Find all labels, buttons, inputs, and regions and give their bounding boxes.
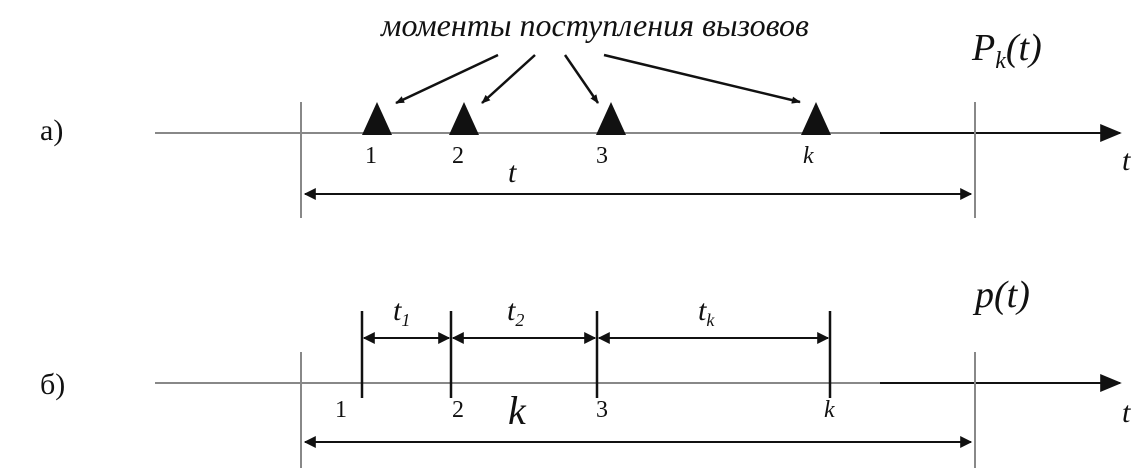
event-label-b-k: k [824, 397, 835, 423]
pointer-arrow-3 [563, 54, 600, 104]
call-event-3 [596, 102, 626, 135]
event-label-1: 1 [365, 143, 377, 169]
caption: моменты поступления вызовов [380, 7, 809, 43]
panel-a-function-arg: (t) [1006, 27, 1042, 69]
event-label-2: 2 [452, 143, 464, 169]
call-event-k [801, 102, 831, 135]
event-label-b-3: 3 [596, 397, 608, 423]
call-event-2 [449, 102, 479, 135]
interval-label-tk: tk [698, 294, 715, 330]
panel-a-interval-label: t [508, 156, 517, 189]
pointer-arrow-2 [481, 54, 536, 104]
event-label-k: k [803, 143, 814, 169]
event-label-3: 3 [596, 143, 608, 169]
panel-a-function: Pk(t) [971, 27, 1042, 74]
event-label-b-2: 2 [452, 397, 464, 423]
panel-b-function: p(t) [972, 274, 1030, 316]
panel-b-count-label: k [508, 388, 527, 433]
event-label-b-1: 1 [335, 397, 347, 423]
interval-label-t1: t1 [393, 294, 410, 330]
interval-label-t1-sub: 1 [401, 310, 410, 330]
interval-label-t2-sub: 2 [515, 310, 524, 330]
pointer-arrow-k [603, 53, 801, 104]
interval-label-t1-base: t [393, 294, 402, 327]
interval-label-t2-base: t [507, 294, 516, 327]
interval-label-tk-base: t [698, 294, 707, 327]
panel-b: б) p(t) t t1 t2 tk 1 2 3 k k [40, 274, 1131, 468]
panel-b-label: б) [40, 368, 65, 401]
panel-b-axis-label: t [1122, 396, 1131, 429]
panel-a-axis-label: t [1122, 144, 1131, 177]
panel-a-function-sub: k [995, 48, 1006, 74]
interval-label-tk-sub: k [706, 310, 715, 330]
interval-label-t2: t2 [507, 294, 524, 330]
call-event-1 [362, 102, 392, 135]
panel-a-function-base: P [971, 27, 995, 69]
panel-a-label: а) [40, 114, 63, 147]
panel-a: а) Pk(t) t 1 2 3 k t [40, 27, 1131, 218]
pointer-arrow-1 [395, 53, 499, 105]
